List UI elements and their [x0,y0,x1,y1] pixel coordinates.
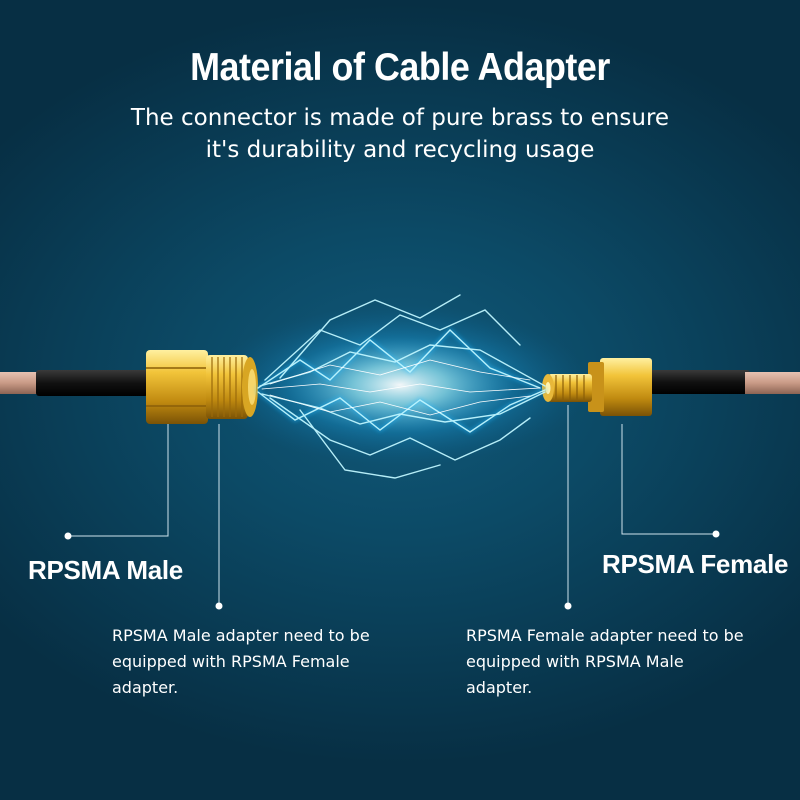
female-label: RPSMA Female [602,549,789,579]
female-desc-line-2: equipped with RPSMA Male [466,652,684,671]
subtitle: The connector is made of pure brass to e… [0,102,800,166]
energy-glow [210,305,590,465]
female-desc-line-1: RPSMA Female adapter need to be [466,626,744,645]
male-description: RPSMA Male adapter need to be equipped w… [112,623,370,701]
leader-dots [64,530,720,610]
rpsma-male-connector-image [146,350,258,424]
rpsma-female-connector-image [542,358,652,416]
leader-lines [68,405,716,606]
male-desc-line-3: adapter. [112,678,179,697]
subtitle-line-1: The connector is made of pure brass to e… [130,105,670,131]
female-desc-line-3: adapter. [466,678,533,697]
male-label: RPSMA Male [28,555,183,585]
female-description: RPSMA Female adapter need to be equipped… [466,623,744,701]
subtitle-line-2: it's durability and recycling usage [205,137,595,163]
electric-sparks [256,294,547,479]
male-desc-line-2: equipped with RPSMA Female [112,652,350,671]
page-title: Material of Cable Adapter [190,46,610,89]
female-cable [650,370,800,394]
male-cable [0,370,148,396]
male-desc-line-1: RPSMA Male adapter need to be [112,626,370,645]
